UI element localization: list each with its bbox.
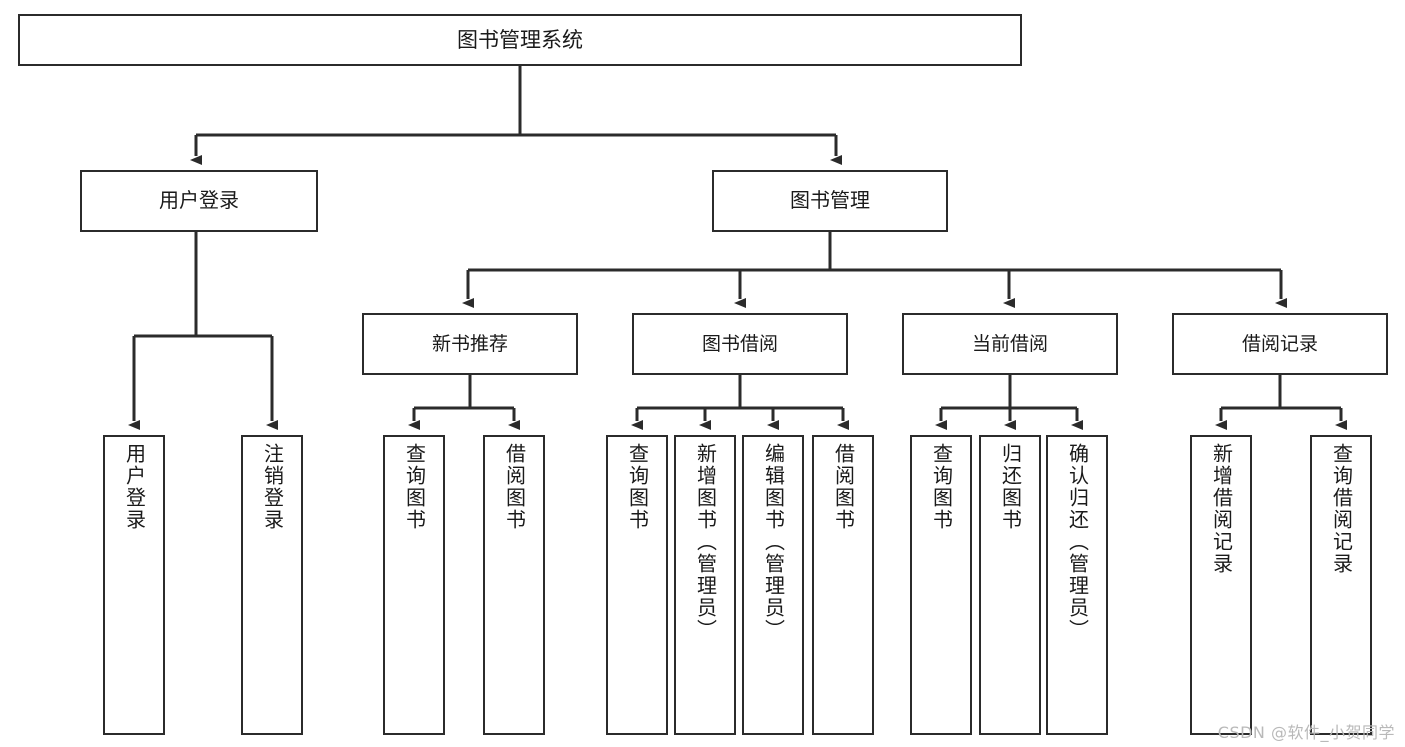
node-root-library-system[interactable]: 图书管理系统 — [18, 14, 1022, 66]
node-label: 图书借阅 — [701, 332, 778, 355]
node-label: 图书管理 — [790, 188, 870, 213]
node-label: 查询图书 — [929, 443, 954, 531]
node-label: 新书推荐 — [431, 332, 508, 355]
node-label: 用户登录 — [159, 188, 239, 213]
node-label: 新增借阅记录 — [1209, 443, 1234, 575]
node-label: 借阅图书 — [502, 443, 527, 531]
leaf-user-login[interactable]: 用户登录 — [103, 435, 165, 735]
node-label: 借阅记录 — [1241, 332, 1318, 355]
node-label: 图书管理系统 — [457, 27, 583, 52]
node-book-management[interactable]: 图书管理 — [712, 170, 948, 232]
leaf-query-borrow-record[interactable]: 查询借阅记录 — [1310, 435, 1372, 735]
node-new-book-recommend[interactable]: 新书推荐 — [362, 313, 578, 375]
leaf-borrow-books-recommend[interactable]: 借阅图书 — [483, 435, 545, 735]
node-label: 新增图书（管理员） — [693, 443, 718, 641]
leaf-borrow-books[interactable]: 借阅图书 — [812, 435, 874, 735]
node-label: 注销登录 — [260, 443, 285, 531]
node-label: 借阅图书 — [831, 443, 856, 531]
node-user-login[interactable]: 用户登录 — [80, 170, 318, 232]
node-borrow-records[interactable]: 借阅记录 — [1172, 313, 1388, 375]
leaf-add-book-admin[interactable]: 新增图书（管理员） — [674, 435, 736, 735]
node-label: 用户登录 — [122, 443, 147, 531]
node-current-borrow[interactable]: 当前借阅 — [902, 313, 1118, 375]
node-label: 编辑图书（管理员） — [761, 443, 786, 641]
node-book-borrow[interactable]: 图书借阅 — [632, 313, 848, 375]
node-label: 查询图书 — [402, 443, 427, 531]
node-label: 确认归还（管理员） — [1065, 443, 1090, 641]
leaf-query-books-current[interactable]: 查询图书 — [910, 435, 972, 735]
leaf-edit-book-admin[interactable]: 编辑图书（管理员） — [742, 435, 804, 735]
node-label: 查询借阅记录 — [1329, 443, 1354, 575]
leaf-logout[interactable]: 注销登录 — [241, 435, 303, 735]
node-label: 归还图书 — [998, 443, 1023, 531]
leaf-add-borrow-record[interactable]: 新增借阅记录 — [1190, 435, 1252, 735]
node-label: 查询图书 — [625, 443, 650, 531]
leaf-query-books-recommend[interactable]: 查询图书 — [383, 435, 445, 735]
leaf-confirm-return-admin[interactable]: 确认归还（管理员） — [1046, 435, 1108, 735]
leaf-query-books-borrow[interactable]: 查询图书 — [606, 435, 668, 735]
node-label: 当前借阅 — [971, 332, 1048, 355]
leaf-return-books[interactable]: 归还图书 — [979, 435, 1041, 735]
watermark-text: CSDN @软件_小贺同学 — [1217, 723, 1395, 742]
